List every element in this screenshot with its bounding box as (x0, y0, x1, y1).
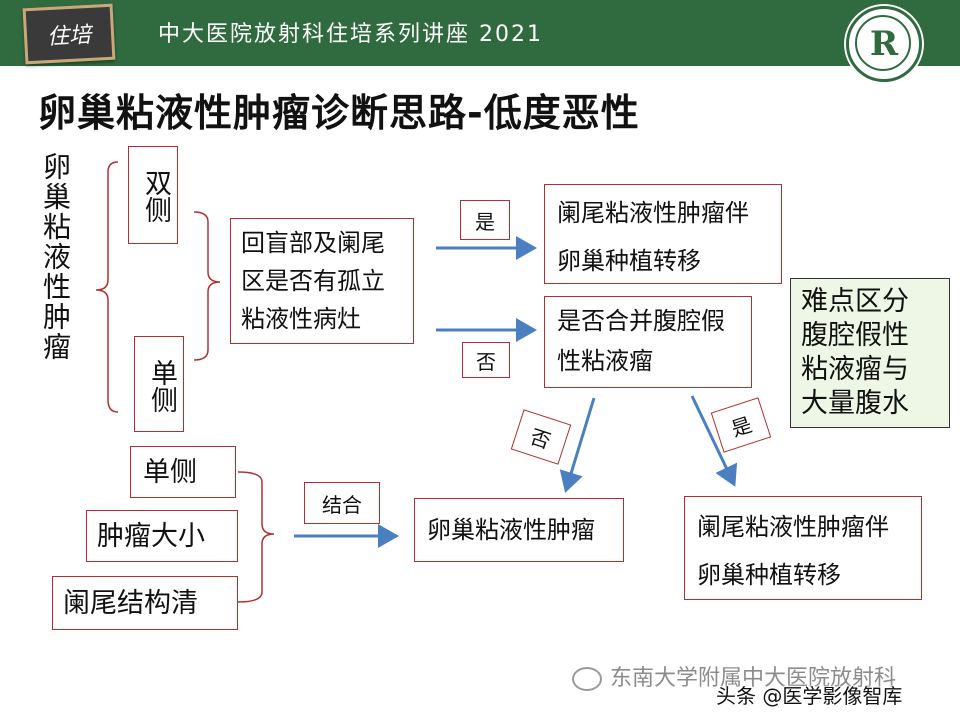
result-bottom-line-1: 阑尾粘液性肿瘤伴 (697, 513, 889, 541)
root-label-text: 卵巢粘液性肿瘤 (39, 152, 72, 362)
wechat-icon (572, 667, 602, 691)
ovary-result: 卵巢粘液性肿瘤 (427, 516, 595, 544)
pseudomyxoma-box: 是否合并腹腔假 性粘液瘤 (544, 296, 752, 388)
side-brace (193, 211, 221, 361)
criteria-appendix: 阑尾结构清 (63, 588, 198, 619)
result-top-box: 阑尾粘液性肿瘤伴 卵巢种植转移 (544, 184, 782, 284)
combine-label: 结合 (304, 482, 380, 524)
source-watermark: 东南大学附属中大医院放射科 (572, 660, 896, 692)
criteria-unilateral-box: 单侧 (130, 446, 236, 498)
note-line-4: 大量腹水 (801, 388, 909, 419)
question-line-3: 粘液性病灶 (241, 305, 361, 333)
hospital-logo: R (846, 6, 922, 82)
note-line-3: 粘液瘤与 (801, 354, 909, 385)
no-label-top: 否 (462, 342, 510, 378)
note-line-2: 腹腔假性 (801, 320, 909, 351)
bilateral-text: 双侧 (140, 169, 171, 223)
criteria-unilateral: 单侧 (143, 457, 197, 488)
criteria-brace (237, 471, 275, 603)
ovary-result-box: 卵巢粘液性肿瘤 (414, 498, 624, 562)
header-title: 中大医院放射科住培系列讲座 2021 (158, 22, 543, 47)
root-label: 卵巢粘液性肿瘤 (39, 152, 72, 362)
criteria-size-box: 肿瘤大小 (86, 510, 238, 562)
criteria-appendix-box: 阑尾结构清 (52, 576, 238, 630)
unilateral-text: 单侧 (146, 359, 177, 413)
result-top-line-1: 阑尾粘液性肿瘤伴 (557, 199, 749, 227)
criteria-size: 肿瘤大小 (97, 521, 205, 552)
header-bar: 住培 中大医院放射科住培系列讲座 2021 (0, 0, 960, 66)
result-bottom-box: 阑尾粘液性肿瘤伴 卵巢种植转移 (684, 496, 922, 600)
difficulty-note: 难点区分 腹腔假性 粘液瘤与 大量腹水 (790, 278, 950, 428)
question-box: 回盲部及阑尾 区是否有孤立 粘液性病灶 (230, 218, 414, 344)
bilateral-box: 双侧 (128, 146, 178, 244)
logo-ring (855, 15, 911, 71)
arrow-yes-down (690, 395, 738, 487)
root-brace (95, 161, 119, 413)
result-bottom-line-2: 卵巢种植转移 (697, 561, 841, 589)
question-line-1: 回盲部及阑尾 (241, 229, 385, 257)
author-watermark: 头条 @医学影像智库 (716, 684, 903, 708)
logo-letter: R (869, 24, 899, 64)
unilateral-box: 单侧 (134, 336, 184, 432)
arrow-no-down (559, 397, 596, 493)
source-text: 东南大学附属中大医院放射科 (610, 666, 897, 691)
question-line-2: 区是否有孤立 (241, 267, 385, 295)
pseudomyxoma-line-2: 性粘液瘤 (557, 347, 653, 375)
pseudomyxoma-line-1: 是否合并腹腔假 (557, 307, 725, 335)
page-title: 卵巢粘液性肿瘤诊断思路-低度恶性 (38, 91, 640, 135)
result-top-line-2: 卵巢种植转移 (557, 247, 701, 275)
note-line-1: 难点区分 (801, 286, 909, 317)
yes-label-top: 是 (460, 200, 510, 240)
